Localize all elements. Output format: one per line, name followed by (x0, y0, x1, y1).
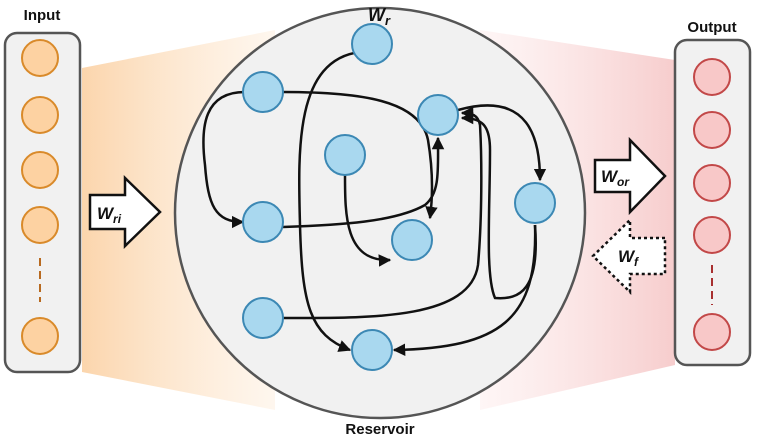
feedback-weight-arrow (591, 217, 667, 295)
input-node (21, 151, 59, 189)
connection-arrow (392, 224, 537, 357)
output-node (693, 313, 731, 351)
w-ri-label: Wri (97, 204, 122, 226)
input-node (21, 317, 59, 355)
reservoir-title: Reservoir (345, 421, 414, 438)
output-panel (673, 38, 752, 367)
reservoir-node (514, 182, 556, 224)
input-node (21, 39, 59, 77)
input-title: Input (24, 7, 61, 24)
input-nodes (21, 39, 59, 355)
input-weight-arrow (88, 175, 162, 249)
input-node (21, 96, 59, 134)
output-node (693, 58, 731, 96)
reservoir-node (351, 329, 393, 371)
output-node (693, 216, 731, 254)
connection-arrow (343, 174, 392, 267)
reservoir-node (417, 94, 459, 136)
reservoir-nodes (242, 23, 556, 371)
input-node (21, 206, 59, 244)
reservoir-node (351, 23, 393, 65)
output-title: Output (687, 19, 736, 36)
reservoir-node (242, 201, 284, 243)
w-r-label: Wr (368, 5, 391, 28)
output-node (693, 164, 731, 202)
connection-arrow (460, 111, 538, 300)
w-or-label: Wor (601, 167, 630, 189)
connection-arrow (282, 136, 445, 229)
w-f-label: Wf (618, 247, 639, 269)
connection-arrow (282, 106, 483, 320)
output-weight-arrow (593, 136, 667, 216)
output-node (693, 111, 731, 149)
connection-arrow (457, 104, 547, 182)
reservoir-node (242, 71, 284, 113)
reservoir-node (324, 134, 366, 176)
reservoir-node (391, 219, 433, 261)
connection-arrow (297, 50, 361, 352)
connection-arrow (202, 90, 246, 229)
output-nodes (693, 58, 731, 351)
reservoir-node (242, 297, 284, 339)
